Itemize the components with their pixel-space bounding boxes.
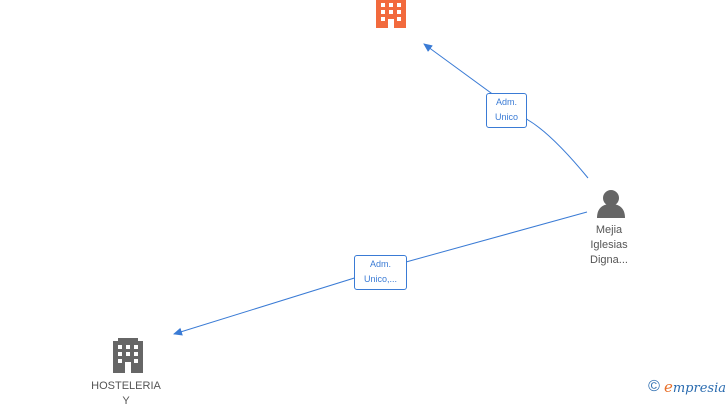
copyright-icon: © xyxy=(648,378,660,395)
person-icon[interactable] xyxy=(597,190,625,218)
edge-label-line: Adm. xyxy=(369,259,391,269)
company-name-line: HOSTELERIA xyxy=(91,380,161,392)
company-name-label[interactable]: HOSTELERIA Y xyxy=(76,379,176,409)
edge-label-line: Unico xyxy=(494,112,518,122)
network-graph xyxy=(113,0,625,373)
empresia-logo: © empresia xyxy=(648,378,726,396)
edge-label-adm-unico[interactable]: Adm. Unico xyxy=(486,93,527,128)
person-name-line: Mejia xyxy=(595,224,623,236)
building-icon[interactable] xyxy=(113,338,143,373)
company-name-line: Y xyxy=(122,395,130,407)
person-name-line: Iglesias xyxy=(590,239,628,251)
person-name-label[interactable]: Mejia Iglesias Digna... xyxy=(576,223,642,268)
edge-label-line: Adm. xyxy=(495,97,517,107)
edge-label-line: Unico,... xyxy=(363,274,397,284)
brand-initial: e xyxy=(663,378,673,396)
brand-wordmark: mpresia xyxy=(672,381,726,396)
building-icon[interactable] xyxy=(376,0,406,28)
edge-person-to-top-company xyxy=(423,43,589,179)
edge-label-adm-unico-more[interactable]: Adm. Unico,... xyxy=(354,255,407,290)
person-name-line: Digna... xyxy=(590,254,628,266)
